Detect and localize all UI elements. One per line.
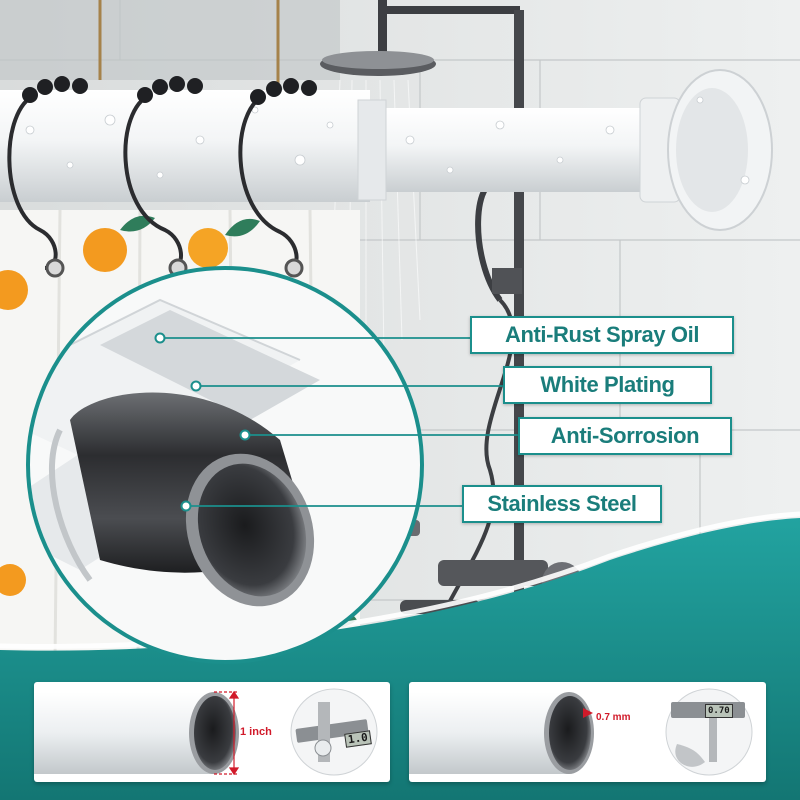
diameter-label: 1 inch <box>240 726 272 738</box>
curtain-hooks <box>7 76 317 278</box>
callout-lines <box>154 332 518 512</box>
callout-white-plating: White Plating <box>503 366 712 404</box>
wall-thickness-label: 0.7 mm <box>596 712 631 723</box>
thickness-illustration <box>409 688 753 776</box>
shower-rod <box>0 69 773 231</box>
diameter-illustration <box>34 688 378 776</box>
callout-anti-rust-spray-oil: Anti-Rust Spray Oil <box>470 316 734 354</box>
thickness-panel: 0.7 mm 0.70 <box>409 682 766 782</box>
callout-stainless-steel: Stainless Steel <box>462 485 662 523</box>
callout-anti-corrosion: Anti-Sorrosion <box>518 417 732 455</box>
caliper-reading-thickness: 0.70 <box>705 704 733 718</box>
diameter-panel: 1 inch 1.0 <box>34 682 390 782</box>
magnified-detail <box>26 266 424 664</box>
